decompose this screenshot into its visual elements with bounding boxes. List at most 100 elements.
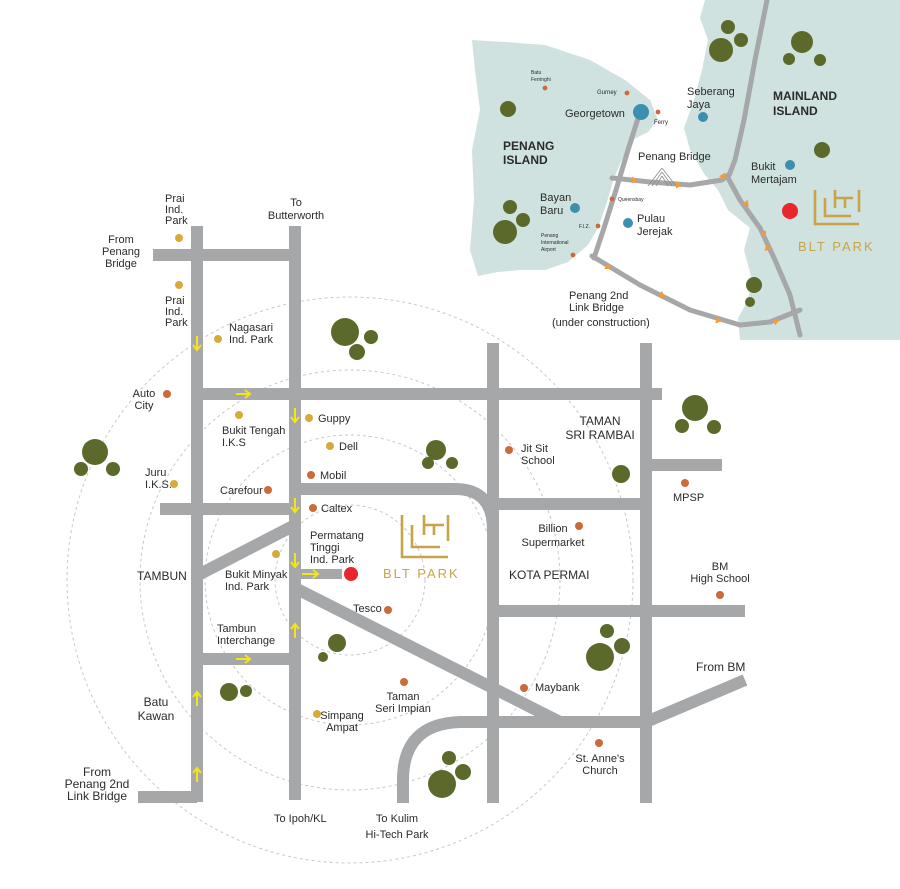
route-arrow	[290, 498, 300, 514]
marker-juru	[170, 480, 178, 488]
label-second-link-note: (under construction)	[552, 317, 650, 329]
tree-icon	[318, 634, 346, 662]
blt-park-logo-main: BLT PARK	[383, 515, 460, 581]
blt-logo-text: BLT PARK	[383, 566, 460, 581]
marker-bukit-mertajam	[785, 160, 795, 170]
marker-seberang-jaya	[698, 112, 708, 122]
road-from-bm	[643, 674, 748, 728]
tree-icon	[500, 101, 516, 117]
route-arrow	[290, 408, 300, 424]
route-arrow	[290, 553, 300, 569]
marker-prai-ind-park-1	[175, 234, 183, 242]
road-tambun-diagonal	[197, 519, 298, 580]
tree-icon	[783, 31, 826, 66]
main-route-arrows	[192, 336, 320, 782]
label-guppy: Guppy	[318, 413, 351, 425]
route-arrow	[302, 569, 320, 579]
label-mpsp: MPSP	[673, 492, 704, 504]
penang-bridge-icon	[647, 167, 677, 187]
marker-pulau-jerejak	[623, 218, 633, 228]
marker-nagasari	[214, 335, 222, 343]
inset-road-island	[591, 109, 643, 261]
road-tesco-diagonal	[292, 582, 563, 728]
label-to-ipoh: To Ipoh/KL	[274, 813, 327, 825]
marker-simpang-ampat	[313, 710, 321, 718]
road-kulim-curve	[397, 716, 646, 803]
inset-arrow	[604, 262, 612, 270]
marker-prai-ind-park-2	[175, 281, 183, 289]
marker-fiz	[595, 223, 601, 229]
marker-caltex	[309, 504, 317, 512]
blt-logo-mark	[400, 515, 450, 559]
inset-arrow	[772, 318, 780, 326]
inset-arrow	[658, 290, 666, 298]
label-from-bm: From BM	[696, 660, 745, 674]
marker-jit-sit-school	[505, 446, 513, 454]
label-tesco: Tesco	[353, 603, 382, 615]
marker-guppy	[305, 414, 313, 422]
route-arrow	[192, 336, 202, 352]
main-trees	[74, 318, 721, 798]
tree-icon	[331, 318, 378, 360]
route-arrow	[236, 654, 252, 664]
inset-road-highway	[725, 0, 803, 338]
inset-route-arrows	[604, 172, 780, 326]
label-gurney: Gurney	[597, 90, 617, 96]
marker-bm-high-school	[716, 591, 724, 599]
route-arrow	[192, 690, 202, 706]
marker-carefour	[264, 486, 272, 494]
marker-mobil	[307, 471, 315, 479]
marker-ferry	[655, 109, 661, 115]
route-arrow	[236, 389, 252, 399]
tree-icon	[745, 277, 762, 307]
marker-batu-ferringhi	[542, 85, 548, 91]
label-georgetown: Georgetown	[565, 108, 625, 120]
label-ferry: Ferry	[654, 120, 668, 126]
marker-georgetown	[633, 104, 649, 120]
marker-tesco	[384, 606, 392, 614]
label-queensbay: Queensbay	[618, 197, 644, 203]
inset-arrow	[718, 172, 726, 180]
inset-arrow	[742, 199, 749, 207]
label-mobil: Mobil	[320, 470, 346, 482]
marker-dell	[326, 442, 334, 450]
marker-penang-airport	[570, 252, 576, 258]
inset-arrow	[676, 181, 682, 189]
tree-icon	[493, 200, 530, 244]
marker-bukit-tengah	[235, 411, 243, 419]
inset-trees	[493, 20, 830, 307]
tree-icon	[675, 395, 721, 434]
marker-billion	[575, 522, 583, 530]
tree-icon	[220, 683, 252, 701]
tree-icon	[612, 465, 630, 483]
marker-blt-park-inset	[782, 203, 798, 219]
tree-icon	[422, 440, 458, 469]
tree-icon	[586, 624, 630, 671]
marker-bayan-baru	[570, 203, 580, 213]
route-arrow	[290, 622, 300, 638]
main-roads	[138, 226, 748, 803]
blt-logo-mark	[813, 190, 861, 226]
marker-bukit-minyak	[272, 550, 280, 558]
label-maybank: Maybank	[535, 682, 580, 694]
